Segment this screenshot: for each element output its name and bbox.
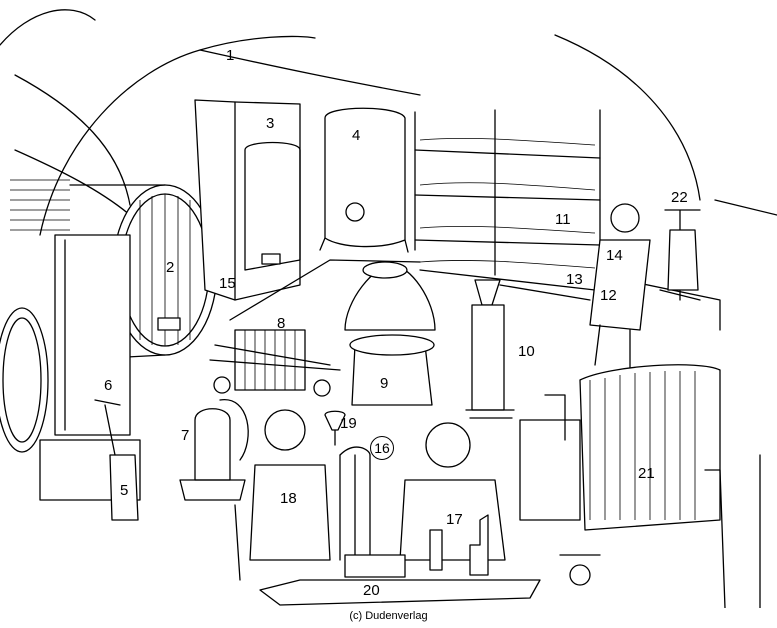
wine-tanks <box>194 99 409 301</box>
label-4: 4 <box>352 127 361 144</box>
label-19: 19 <box>340 415 357 432</box>
label-20: 20 <box>363 582 380 599</box>
label-7: 7 <box>181 427 190 444</box>
sprayer <box>94 399 139 521</box>
bottling-machine <box>344 261 436 406</box>
label-16: 16 <box>370 436 394 460</box>
filter-press <box>209 329 341 397</box>
cellarman-figure <box>589 203 651 371</box>
corking-machine <box>465 279 515 419</box>
label-8: 8 <box>277 315 286 332</box>
wine-tasters <box>234 409 541 606</box>
wine-press <box>519 364 721 586</box>
wine-cellar-illustration <box>0 9 777 609</box>
wine-barrels <box>0 179 218 453</box>
label-3: 3 <box>266 115 275 132</box>
label-6: 6 <box>104 377 113 394</box>
bottle-rack <box>414 109 601 291</box>
label-14: 14 <box>606 247 623 264</box>
label-17: 17 <box>446 511 463 528</box>
label-15: 15 <box>219 275 236 292</box>
label-10: 10 <box>518 343 535 360</box>
label-21: 21 <box>638 465 655 482</box>
label-9: 9 <box>380 375 389 392</box>
label-1: 1 <box>226 47 235 64</box>
label-12: 12 <box>600 287 617 304</box>
label-2: 2 <box>166 259 175 276</box>
pump <box>179 399 249 501</box>
right-wall <box>704 454 761 609</box>
label-22: 22 <box>671 189 688 206</box>
wall-apparatus <box>659 209 701 301</box>
label-5: 5 <box>120 482 129 499</box>
copyright-credit: (c) Dudenverlag <box>349 610 428 622</box>
laboratory-glassware <box>324 410 489 578</box>
label-11: 11 <box>555 211 571 228</box>
vaulted-ceiling <box>0 9 777 236</box>
label-13: 13 <box>566 271 583 288</box>
label-18: 18 <box>280 490 297 507</box>
cellar-pillar <box>39 234 141 501</box>
